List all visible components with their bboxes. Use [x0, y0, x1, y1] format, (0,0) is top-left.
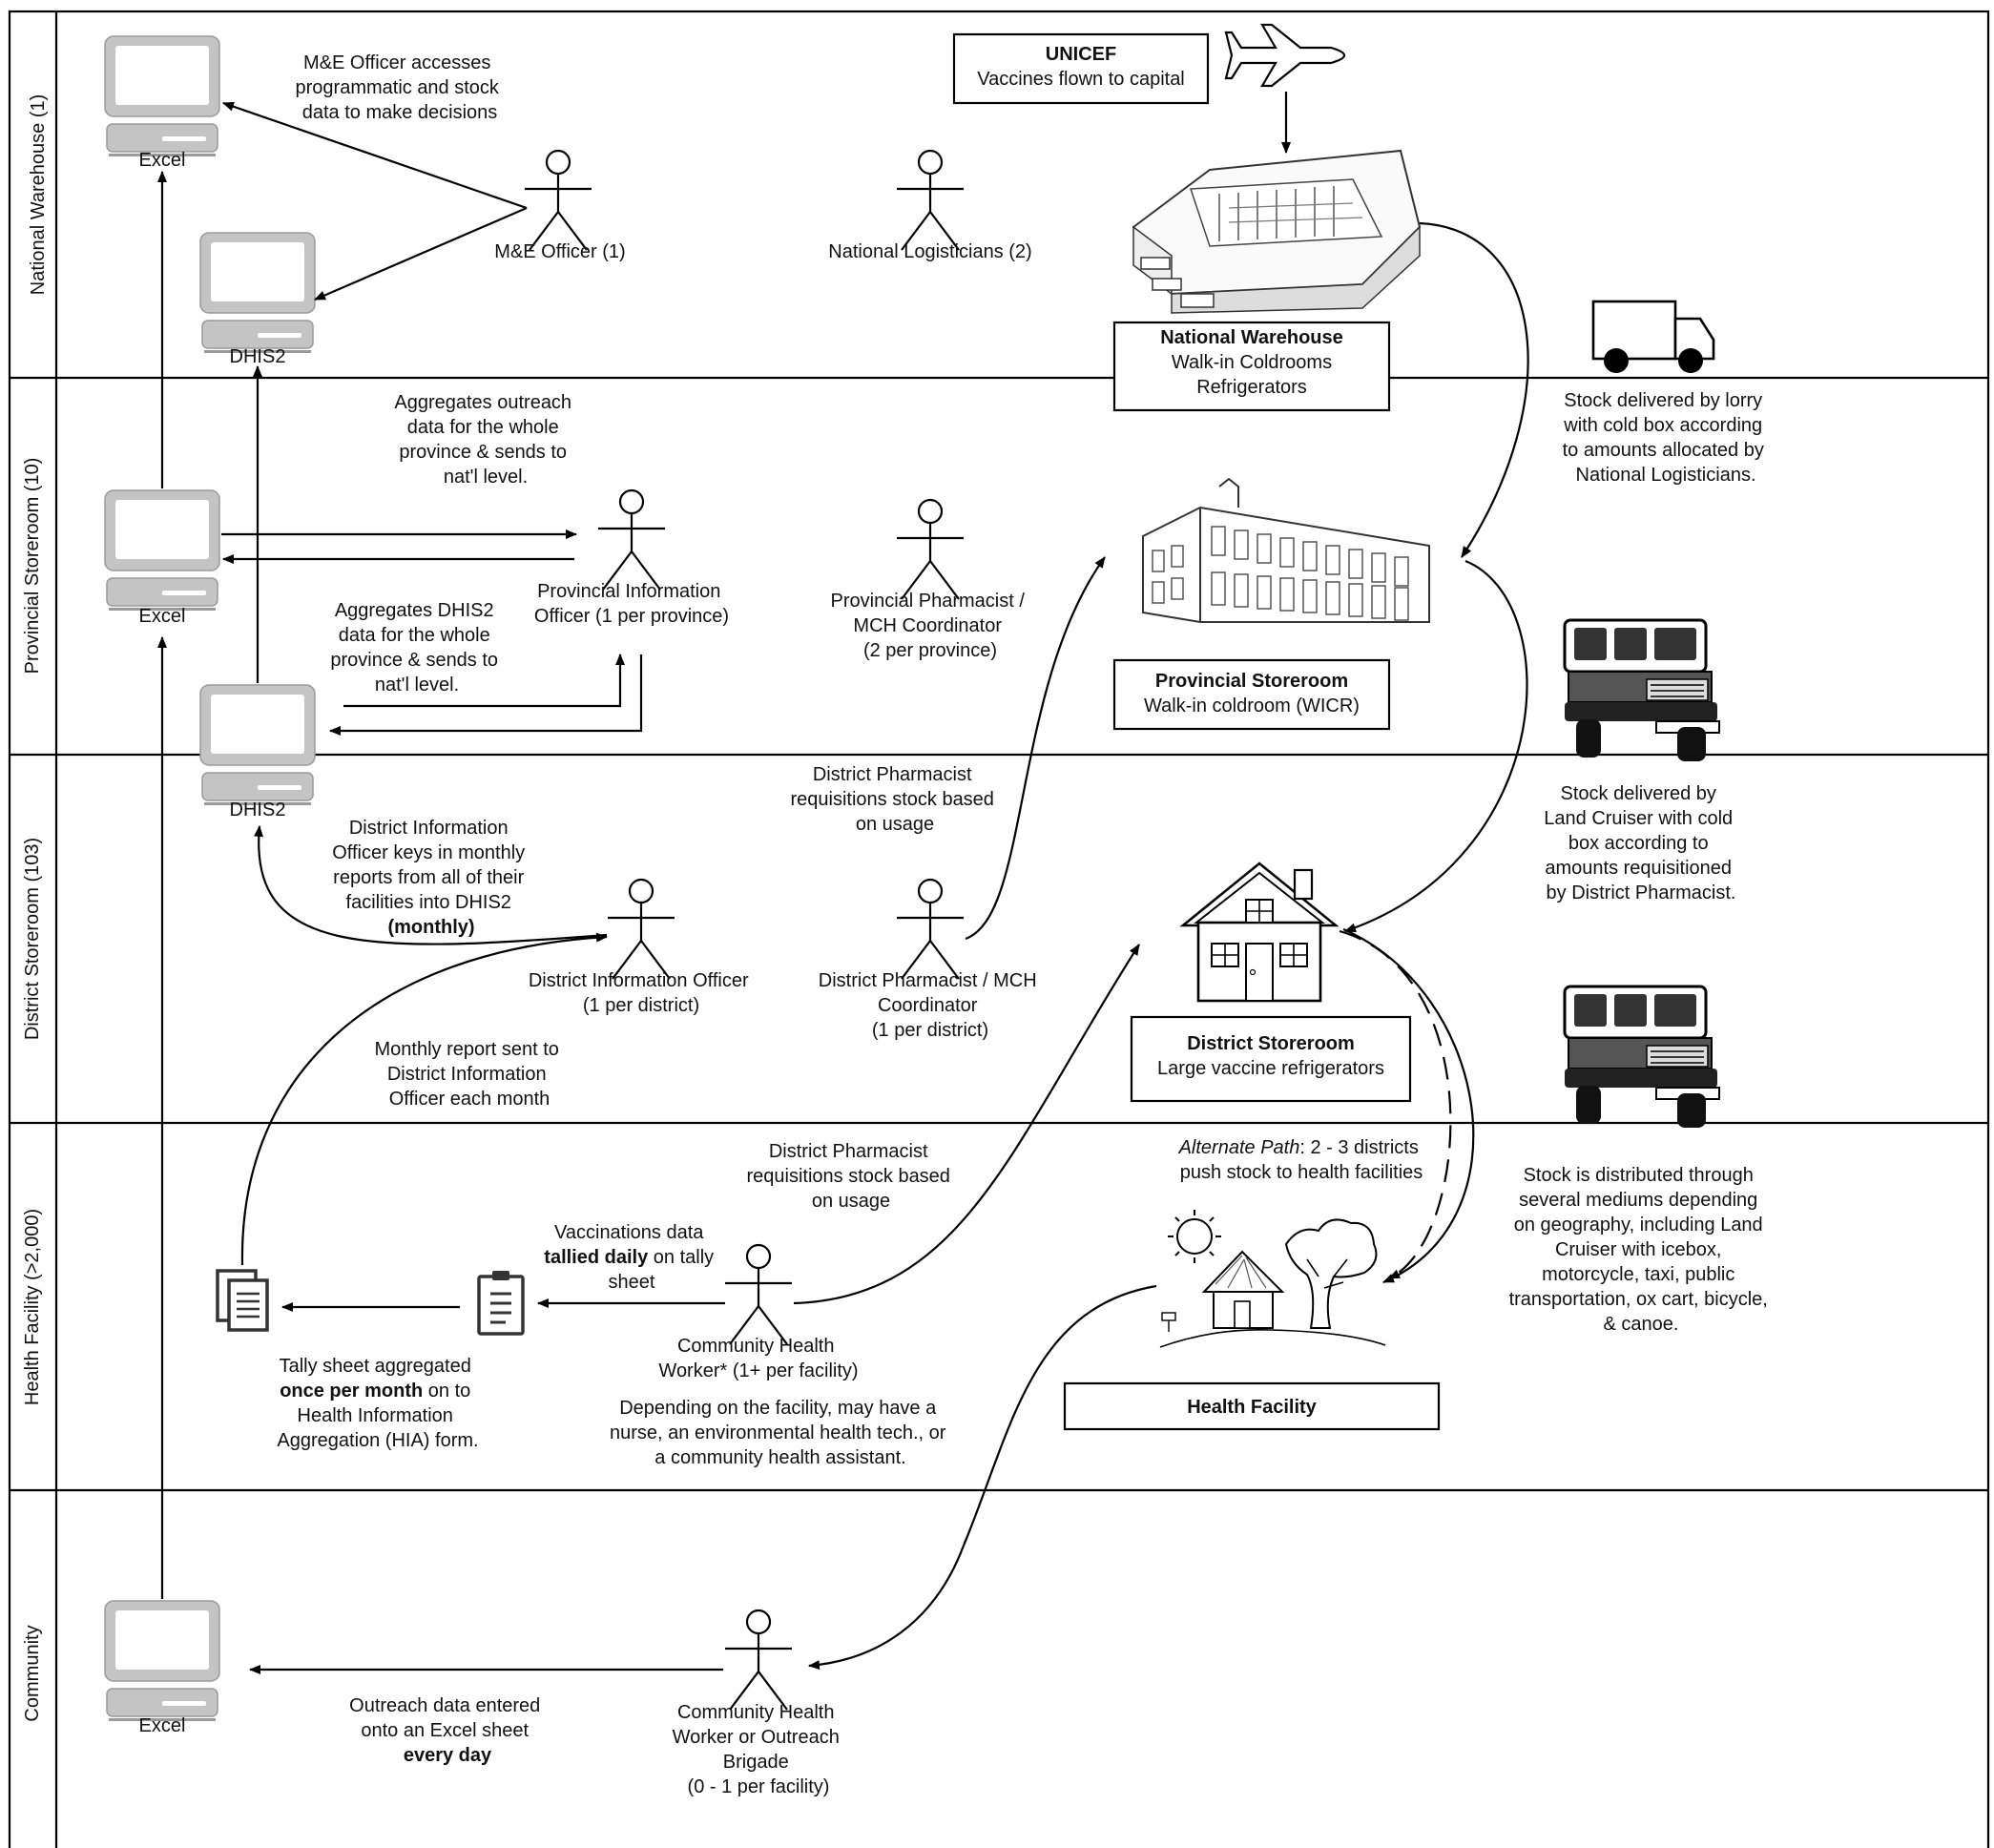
lane-label-community: Community: [22, 1625, 43, 1721]
connectors: [157, 92, 1529, 1674]
lane-label-district: District Storeroom (103): [22, 838, 43, 1040]
provincial-storeroom-box: Provincial Storeroom Walk-in coldroom (W…: [1112, 658, 1391, 731]
note-facility-staff: Depending on the facility, may have a nu…: [610, 1398, 951, 1468]
actor-label-provincial-pharmacist: Provincial Pharmacist / MCH Coordinator …: [831, 591, 1030, 661]
note-alternate-path: Alternate Path: 2 - 3 districts push sto…: [1178, 1137, 1424, 1183]
note-vaccinations-tallied: Vaccinations data tallied daily on tally…: [544, 1222, 718, 1293]
computer-label: Excel: [139, 606, 186, 627]
note-aggregates-dhis2: Aggregates DHIS2 data for the whole prov…: [330, 600, 503, 696]
note-aggregates-outreach: Aggregates outreach data for the whole p…: [394, 392, 576, 488]
actor-label-chw-facility: Community Health Worker* (1+ per facilit…: [658, 1336, 858, 1381]
note-outreach-entered: Outreach data entered onto an Excel shee…: [349, 1695, 546, 1766]
health-facility-hut-icon: [1159, 1210, 1386, 1348]
svg-text:Provincial Storeroom: Provincial Storeroom: [1155, 671, 1348, 692]
note-monthly-report: Monthly report sent to District Informat…: [375, 1039, 565, 1110]
unicef-box: UNICEF Vaccines flown to capital: [952, 32, 1210, 105]
actor-label-provincial-info-officer: Provincial Information Officer (1 per pr…: [534, 581, 729, 627]
svg-text:National Warehouse: National Warehouse: [1160, 327, 1343, 348]
person-icon: [895, 878, 966, 981]
svg-text:Vaccines flown to capital: Vaccines flown to capital: [977, 69, 1185, 90]
aggregated-forms-icon: [216, 1269, 269, 1332]
note-lorry-delivery: Stock delivered by lorry with cold box a…: [1563, 390, 1770, 486]
warehouse-icon: [1132, 149, 1422, 314]
national-warehouse-box: National Warehouse Walk-in Coldrooms Ref…: [1112, 321, 1391, 412]
actor-label-district-pharmacist: District Pharmacist / MCH Coordinator (1…: [819, 970, 1042, 1041]
note-dio-keys-reports: District Information Officer keys in mon…: [332, 818, 530, 938]
note-tally-aggregated: Tally sheet aggregated once per month on…: [277, 1356, 478, 1451]
person-icon: [523, 149, 593, 252]
note-district-requisition: District Pharmacist requisitions stock b…: [790, 764, 999, 835]
svg-text:Walk-in Coldrooms: Walk-in Coldrooms: [1172, 352, 1332, 373]
note-stock-distributed: Stock is distributed through several med…: [1509, 1165, 1774, 1335]
computer-icon: [199, 232, 316, 354]
svg-text:Refrigerators: Refrigerators: [1196, 377, 1307, 398]
actor-label-me-officer: M&E Officer (1): [494, 241, 625, 262]
person-icon: [596, 488, 667, 592]
airplane-icon: [1224, 23, 1346, 88]
note-facility-requisition: District Pharmacist requisitions stock b…: [746, 1141, 955, 1212]
person-icon: [895, 149, 966, 252]
health-facility-box: Health Facility: [1063, 1381, 1441, 1431]
land-cruiser-icon: [1563, 985, 1721, 1130]
note-me-access: M&E Officer accesses programmatic and st…: [296, 52, 505, 123]
person-icon: [606, 878, 676, 981]
svg-text:Walk-in coldroom (WICR): Walk-in coldroom (WICR): [1144, 696, 1360, 716]
tally-sheet-clipboard-icon: [477, 1271, 525, 1336]
lane-label-national: National Warehouse (1): [28, 94, 49, 295]
lane-label-provincial: Provincial Storeroom (10): [22, 458, 43, 675]
computer-icon: [104, 35, 220, 157]
computer-icon: [199, 684, 316, 806]
person-icon: [895, 498, 966, 601]
computer-label: DHIS2: [230, 346, 286, 367]
actor-label-chw-outreach: Community Health Worker or Outreach Brig…: [673, 1702, 845, 1797]
actor-label-district-info-officer: District Information Officer (1 per dist…: [529, 970, 754, 1016]
storeroom-building-icon: [1142, 477, 1430, 623]
swimlanes: National Warehouse (1) Provincial Storer…: [8, 10, 1990, 1848]
svg-text:Health Facility: Health Facility: [1187, 1397, 1317, 1418]
svg-text:Large vaccine refrigerators: Large vaccine refrigerators: [1157, 1058, 1384, 1079]
computer-label: DHIS2: [230, 799, 286, 820]
house-icon: [1179, 862, 1340, 1003]
district-storeroom-box: District Storeroom Large vaccine refrige…: [1130, 1015, 1412, 1103]
actor-label-national-logisticians: National Logisticians (2): [828, 241, 1031, 262]
person-icon: [723, 1609, 794, 1712]
land-cruiser-icon: [1563, 618, 1721, 763]
truck-icon: [1591, 300, 1715, 373]
note-land-cruiser-delivery: Stock delivered by Land Cruiser with col…: [1544, 783, 1737, 903]
svg-text:District Storeroom: District Storeroom: [1187, 1033, 1355, 1054]
computer-label: Excel: [139, 1715, 186, 1736]
computer-label: Excel: [139, 150, 186, 171]
computer-icon: [104, 489, 220, 612]
lane-label-health-facility: Health Facility (>2,000): [22, 1209, 43, 1405]
computer-icon: [104, 1600, 220, 1722]
person-icon: [723, 1243, 794, 1346]
svg-text:UNICEF: UNICEF: [1046, 44, 1116, 65]
